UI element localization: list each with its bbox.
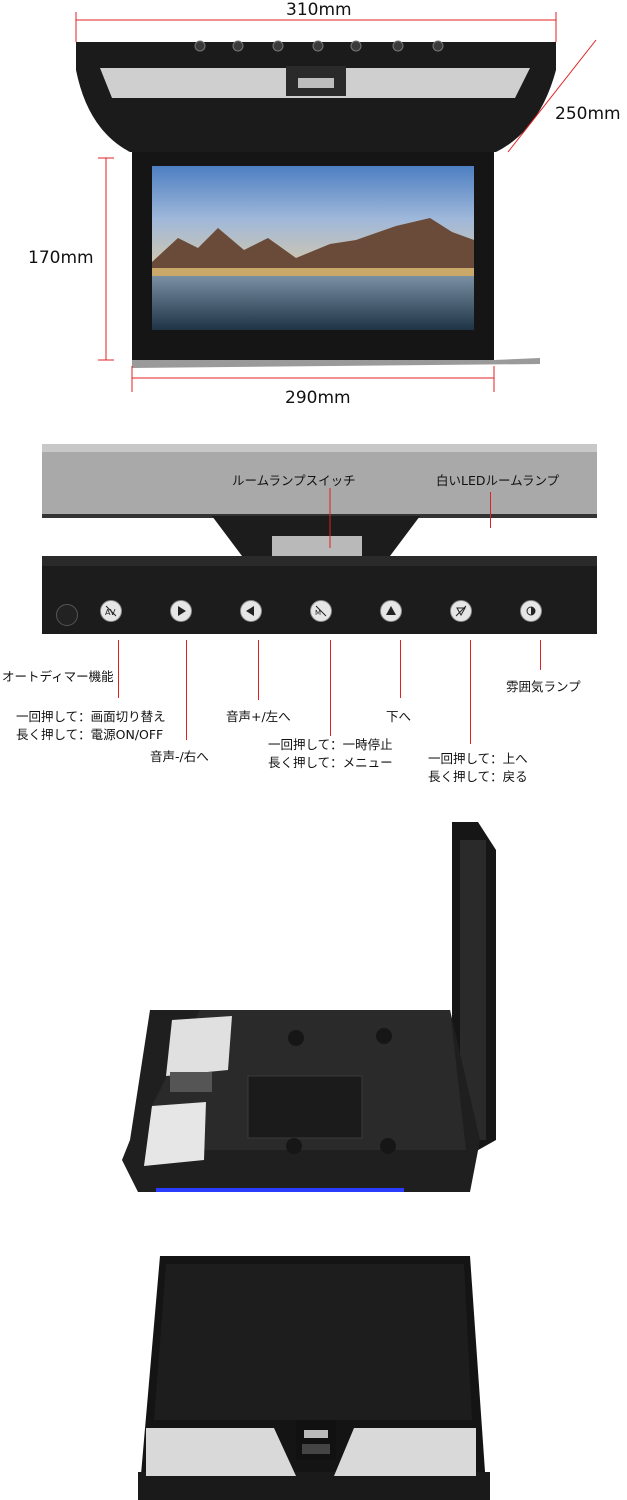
volume-down-label: 音声-/右へ	[150, 749, 209, 764]
volume-up-label: 音声+/左へ	[226, 709, 291, 724]
ambient-lamp-icon[interactable]	[520, 600, 542, 622]
button6-line1: 一回押して：上へ	[428, 751, 528, 766]
button4-line2: 長く押して：メニュー	[268, 755, 393, 770]
closed-device-photo	[0, 1250, 627, 1500]
button1-line2: 長く押して：電源ON/OFF	[16, 727, 164, 742]
play-left-icon[interactable]	[240, 600, 262, 622]
svg-text:AV: AV	[105, 608, 116, 617]
white-led-lamp-label: 白いLEDルームランプ	[436, 473, 560, 488]
button6-line2: 長く押して：戻る	[428, 769, 528, 784]
open-device-photo	[0, 810, 627, 1210]
pause-menu-icon[interactable]: M	[310, 600, 332, 622]
source-power-icon[interactable]: AV	[100, 600, 122, 622]
width-top-label: 310mm	[286, 0, 352, 20]
height-label: 170mm	[28, 248, 94, 268]
panel-photo	[42, 444, 597, 634]
auto-dimmer-label: オートディマー機能	[2, 669, 114, 684]
down-back-icon[interactable]	[450, 600, 472, 622]
svg-text:M: M	[315, 609, 321, 617]
sensor-icon	[56, 604, 78, 626]
button1-line1: 一回押して：画面切り替え	[16, 709, 166, 724]
down-label: 下へ	[386, 709, 412, 724]
up-triangle-icon[interactable]	[380, 600, 402, 622]
depth-label: 250mm	[555, 104, 621, 124]
ambient-lamp-label: 雰囲気ランプ	[506, 679, 581, 694]
play-right-icon[interactable]	[170, 600, 192, 622]
button4-line1: 一回押して：一時停止	[268, 737, 393, 752]
monitor-front-photo	[75, 12, 597, 392]
monitor-dimensions-section: 310mm 250mm 170mm 290mm	[0, 0, 627, 420]
control-panel-section: AV M ルームランプスイッチ 白いLEDルームランプ オートディマー機能 一回…	[0, 430, 627, 800]
room-lamp-switch-label: ルームランプスイッチ	[232, 473, 356, 488]
screen-width-label: 290mm	[285, 388, 351, 408]
